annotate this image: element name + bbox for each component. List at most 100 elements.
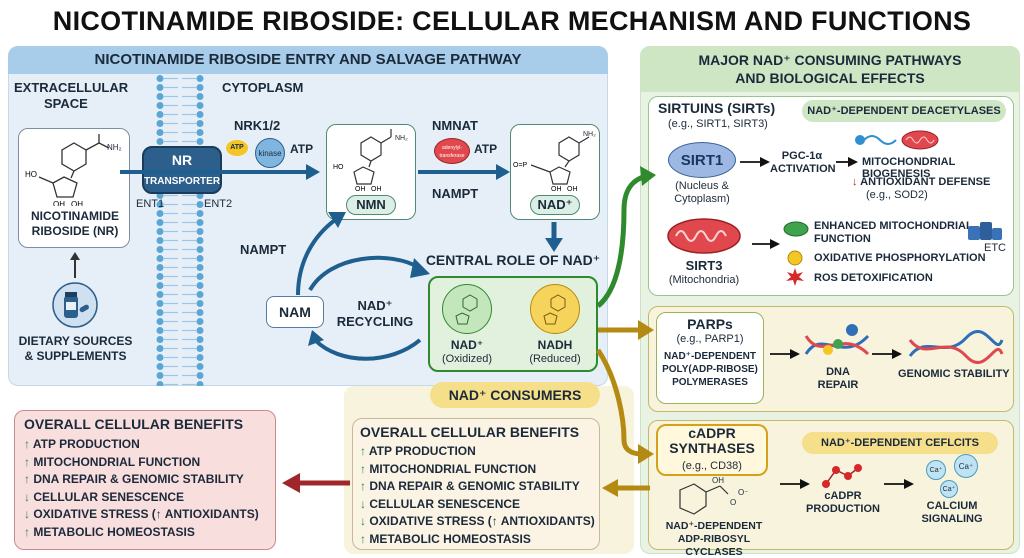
nadh-reduced-sub: (Reduced) (529, 353, 581, 365)
pgc-line1: PGC-1α (781, 150, 823, 162)
benefit-mid-text-4: OXIDATIVE STRESS (↑ ANTIOXIDANTS) (369, 514, 595, 528)
antiox-text: ANTIOXIDANT DEFENSE (860, 176, 991, 188)
transporter-label: TRANSPORTER (143, 176, 221, 187)
svg-text:HO: HO (25, 170, 37, 179)
benefits-mid-title: OVERALL CELLULAR BENEFITS (360, 424, 580, 440)
parps-desc: NAD⁺-DEPENDENT POLY(ADP-RIBOSE) POLYMERA… (656, 350, 764, 389)
oxphos-label: OXIDATIVE PHOSPHORYLATION (814, 252, 986, 264)
benefit-mid-3: ↓ CELLULAR SENESCENCE (360, 496, 595, 514)
nampt-left-label: NAMPT (240, 242, 287, 257)
benefit-mid-arrow-3: ↓ (360, 496, 366, 511)
oxphos-icon (787, 250, 803, 266)
benefit-left-0: ↑ ATP PRODUCTION (24, 436, 259, 454)
recycling-line2: RECYCLING (336, 314, 414, 329)
benefit-mid-4: ↓ OXIDATIVE STRESS (↑ ANTIOXIDANTS) (360, 513, 595, 531)
benefit-mid-2: ↑ DNA REPAIR & GENOMIC STABILITY (360, 478, 595, 496)
benefit-left-arrow-4: ↓ (24, 507, 30, 521)
dietary-line2: & SUPPLEMENTS (24, 349, 127, 363)
cadpr-tag: NAD⁺-DEPENDENT CEFLCITS (802, 432, 998, 454)
benefits-mid-list: ↑ ATP PRODUCTION ↑ MITOCHONDRIAL FUNCTIO… (360, 443, 595, 548)
sirt1-arrow (740, 157, 770, 167)
calcium-ion-1: Ca⁺ (926, 460, 946, 480)
nad-to-central-arrow (545, 222, 563, 252)
prod-line2: PRODUCTION (806, 503, 880, 515)
extracellular-label: EXTRACELLULAR SPACE (14, 80, 134, 112)
sirtuins-title: SIRTUINS (SIRTs) (658, 100, 776, 116)
svg-text:OH: OH (355, 186, 366, 191)
benefit-mid-arrow-0: ↑ (360, 444, 366, 458)
antiox-line2: (e.g., SOD2) (866, 189, 928, 201)
dna-line1: DNA (826, 366, 850, 378)
calcium-ion-3: Ca⁺ (940, 480, 958, 498)
benefit-left-text-4: OXIDATIVE STRESS (↑ ANTIOXIDANTS) (33, 507, 259, 521)
cadpr-oh: OH (712, 476, 724, 485)
benefit-mid-0: ↑ ATP PRODUCTION (360, 443, 595, 461)
benefit-mid-arrow-1: ↑ (360, 461, 366, 476)
svg-text:O=P: O=P (513, 162, 528, 169)
recycling-arrows (296, 212, 430, 361)
benefit-left-arrow-0: ↑ (24, 437, 30, 451)
entry-header: NICOTINAMIDE RIBOSIDE ENTRY AND SALVAGE … (8, 46, 608, 74)
antiox-down-arrow: ↓ (852, 176, 861, 188)
cadpr-title2: SYNTHASES (669, 440, 755, 456)
nmnat-label: NMNAT (432, 118, 478, 133)
sirtuins-tag: NAD⁺-DEPENDENT DEACETYLASES (802, 100, 1006, 122)
cadpr-production-label: cADPR PRODUCTION (806, 490, 880, 516)
cadpr-title: cADPR SYNTHASES (656, 426, 768, 456)
benefits-red-arrow (282, 473, 350, 493)
sirtuins-sub: (e.g., SIRT1, SIRT3) (668, 118, 768, 130)
sirtuins-box (648, 96, 1014, 296)
calcium-label: CALCIUM SIGNALING (912, 500, 992, 526)
cadpr-o: O (730, 498, 737, 507)
nad-structure-icon: O=P OH OH (513, 136, 590, 191)
extracellular-line2: SPACE (44, 96, 88, 111)
transporter-nr: NR (171, 152, 193, 168)
cadpr-to-benefits-arrow (602, 479, 650, 497)
ent1-label: ENT1 (136, 198, 165, 210)
central-title: CENTRAL ROLE OF NAD⁺ (425, 252, 601, 268)
benefit-mid-text-2: DNA REPAIR & GENOMIC STABILITY (369, 479, 580, 493)
sirt3-mitochondrion-icon (667, 218, 741, 254)
benefits-mid-box (352, 418, 600, 550)
nad-oxidized-structure (455, 294, 478, 325)
nad-box: O=P OH OH NH₂ NAD⁺ (510, 124, 600, 220)
benefit-left-1: ↑ MITOCHONDRIAL FUNCTION (24, 454, 259, 472)
parps-desc3: POLYMERASES (672, 377, 748, 388)
benefit-mid-1: ↑ MITOCHONDRIAL FUNCTION (360, 461, 595, 479)
benefit-left-text-0: ATP PRODUCTION (32, 437, 140, 451)
benefit-mid-arrow-2: ↑ (360, 479, 366, 493)
benefit-left-text-1: MITOCHONDRIAL FUNCTION (33, 454, 201, 469)
cadpr-title1: cADPR (688, 425, 736, 441)
nr-molecule-box: HO OH OH NH₂ NICOTINAMIDE RIBOSIDE (NR) (18, 128, 130, 248)
pgc-label: PGC-1α ACTIVATION (770, 150, 836, 176)
dna-line2: REPAIR (817, 379, 859, 391)
sirt1-loc1: (Nucleus & (675, 180, 729, 192)
nad-oxidized-sub: (Oxidized) (441, 353, 493, 365)
cyclases-line2: ADP-RIBOSYL CYCLASES (677, 533, 751, 558)
antiox-line1: ↓ ANTIOXIDANT DEFENSE (852, 176, 990, 189)
benefit-mid-arrow-4: ↓ (360, 514, 366, 528)
benefit-left-arrow-2: ↑ (24, 472, 30, 486)
cytoplasm-label: CYTOPLASM (222, 80, 304, 95)
pgc-arrow (836, 157, 858, 167)
svg-text:HO: HO (333, 164, 344, 171)
cyclases-label: NAD⁺-DEPENDENT ADP-RIBOSYL CYCLASES (652, 520, 776, 558)
cyclases-line1: NAD⁺-DEPENDENT (665, 520, 763, 532)
nr-label: NICOTINAMIDE RIBOSIDE (NR) (19, 209, 131, 239)
benefit-left-text-3: CELLULAR SENESCENCE (33, 489, 185, 504)
benefit-mid-text-0: ATP PRODUCTION (368, 444, 476, 458)
calcium-line1: CALCIUM (926, 500, 978, 512)
svg-text:OH: OH (567, 186, 578, 191)
recycling-label: NAD⁺ RECYCLING (330, 298, 420, 330)
dna-repair-label: DNA REPAIR (808, 366, 868, 392)
nad-oxidized-label: NAD⁺ (450, 338, 484, 352)
benefit-left-4: ↓ OXIDATIVE STRESS (↑ ANTIOXIDANTS) (24, 506, 259, 524)
nr-label-line2: RIBOSIDE (NR) (31, 224, 119, 238)
enhanced-mito-icon (783, 221, 809, 237)
ros-label: ROS DETOXIFICATION (814, 272, 933, 284)
benefit-mid-text-1: MITOCHONDRIAL FUNCTION (369, 461, 537, 476)
benefit-mid-text-5: METABOLIC HOMEOSTASIS (369, 531, 531, 546)
extracellular-line1: EXTRACELLULAR (14, 80, 129, 95)
benefits-left-title: OVERALL CELLULAR BENEFITS (24, 416, 244, 432)
nr-nh2: NH₂ (107, 143, 122, 152)
